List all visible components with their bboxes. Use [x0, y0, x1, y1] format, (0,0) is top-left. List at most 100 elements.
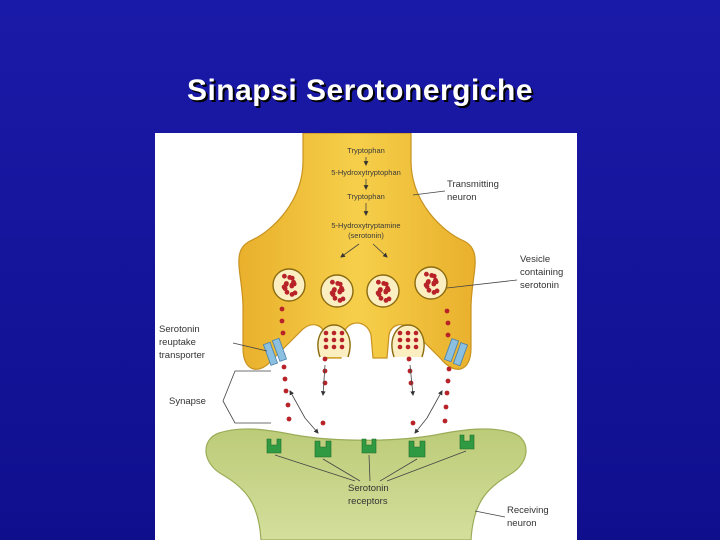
serotonin-dot — [331, 344, 337, 350]
serotonin-dot — [405, 344, 411, 350]
serotonin-dot — [291, 281, 297, 287]
label-synapse-text: Synapse — [169, 396, 206, 407]
serotonin-dot — [283, 388, 289, 394]
serotonin-dot — [397, 330, 403, 336]
serotonin-dot — [284, 289, 290, 295]
serotonin-dot — [320, 420, 326, 426]
label-receptors-line1: Serotonin — [348, 483, 389, 494]
pathway-step-2: 5-Hydroxytryptophan — [331, 168, 401, 177]
serotonin-dot — [375, 290, 381, 296]
label-reuptake-line3: transporter — [159, 350, 205, 361]
vesicle — [320, 274, 354, 308]
serotonin-dot — [322, 356, 328, 362]
serotonin-dot — [446, 366, 452, 372]
serotonin-dot — [337, 298, 343, 303]
label-vesicle-line3: serotonin — [520, 280, 559, 291]
label-transmitting-line2: neuron — [447, 192, 477, 203]
serotonin-dot — [279, 306, 285, 312]
serotonin-dot — [279, 318, 285, 324]
pathway-step-3: Tryptophan — [347, 192, 385, 201]
serotonin-dot — [281, 364, 287, 370]
reuptake-transporters — [262, 337, 469, 367]
serotonin-dot — [406, 356, 412, 362]
serotonin-dot — [330, 279, 335, 285]
receptor-5 — [459, 434, 475, 450]
serotonin-dot — [383, 281, 389, 287]
serotonin-dot — [413, 330, 419, 336]
label-transmitting-line1: Transmitting — [447, 179, 499, 190]
fusing-vesicle — [317, 324, 351, 358]
fusing-vesicle — [391, 324, 425, 358]
serotonin-dot — [426, 279, 431, 284]
serotonin-dot — [281, 284, 287, 290]
serotonin-dot — [407, 368, 413, 374]
serotonin-dot — [282, 376, 288, 382]
serotonin-dot — [431, 273, 437, 279]
serotonin-dot — [426, 287, 432, 293]
serotonin-dot — [339, 330, 345, 336]
slide-title: Sinapsi Serotonergiche — [186, 74, 534, 107]
serotonin-dot — [329, 290, 335, 296]
label-reuptake-line1: Serotonin — [159, 324, 200, 335]
pathway-step-4: 5-Hydroxytryptamine — [331, 221, 400, 230]
serotonin-dot — [286, 416, 292, 422]
serotonin-dot — [376, 279, 381, 285]
serotonin-dot — [323, 344, 329, 350]
serotonin-dot — [431, 290, 437, 295]
label-receiving-neuron: Receiving neuron — [474, 505, 549, 529]
serotonin-dot — [332, 295, 338, 301]
serotonin-dot — [424, 271, 429, 277]
pathway-step-1: Tryptophan — [347, 146, 385, 155]
serotonin-dot — [443, 404, 449, 410]
serotonin-dot — [331, 330, 337, 336]
receptor-3 — [361, 438, 377, 454]
serotonin-dot — [442, 418, 448, 424]
serotonin-dot — [413, 344, 419, 350]
serotonin-dot — [397, 337, 403, 343]
reuptake-transporter-right — [443, 338, 460, 363]
serotonin-dot — [385, 287, 391, 293]
receptor-1 — [266, 438, 282, 454]
label-receptors-line2: receptors — [348, 496, 388, 507]
transmitting-neuron-body — [238, 133, 476, 370]
serotonin-dot — [423, 282, 429, 288]
vesicle — [414, 266, 448, 300]
label-vesicle-line2: containing — [520, 267, 563, 278]
label-transmitting-neuron: Transmitting neuron — [412, 179, 499, 203]
reuptake-transporter-right-b — [452, 342, 469, 367]
vesicle — [366, 274, 400, 308]
serotonin-dot — [444, 390, 450, 396]
serotonin-dot — [337, 281, 343, 287]
serotonin-dot — [410, 420, 416, 426]
serotonin-dot — [405, 330, 411, 336]
label-receiving-line1: Receiving — [507, 505, 549, 516]
vesicle — [272, 268, 306, 302]
serotonin-dot — [378, 287, 383, 292]
receiving-neuron-body — [205, 428, 527, 540]
serotonin-dot — [282, 273, 287, 279]
serotonin-dot — [285, 402, 291, 408]
reuptake-transporter-left-b — [271, 337, 288, 362]
serotonin-dot — [433, 279, 439, 285]
serotonin-dot — [331, 337, 337, 343]
label-reuptake-transporter: Serotonin reuptake transporter — [159, 324, 268, 361]
serotonin-dot — [284, 281, 289, 286]
pathway-step-4-sub: (serotonin) — [348, 231, 384, 240]
serotonin-dot — [405, 337, 411, 343]
diffusion-arrows — [289, 364, 443, 434]
serotonin-dot — [445, 332, 451, 338]
serotonin-dot — [408, 380, 414, 386]
serotonin-dot — [445, 378, 451, 384]
synthesis-pathway: Tryptophan 5-Hydroxytryptophan Tryptopha… — [331, 146, 401, 258]
receptor-4 — [408, 440, 426, 458]
label-synapse: Synapse — [169, 370, 271, 424]
serotonin-dot — [289, 275, 295, 281]
reuptake-transporter-left — [262, 341, 279, 366]
serotonin-dot — [280, 330, 286, 336]
serotonin-dot — [323, 337, 329, 343]
serotonin-dot — [339, 337, 345, 343]
synapse-diagram: Tryptophan 5-Hydroxytryptophan Tryptopha… — [155, 133, 577, 540]
serotonin-dot — [383, 298, 389, 303]
serotonin-dot — [444, 308, 450, 314]
serotonin-dot — [397, 344, 403, 350]
